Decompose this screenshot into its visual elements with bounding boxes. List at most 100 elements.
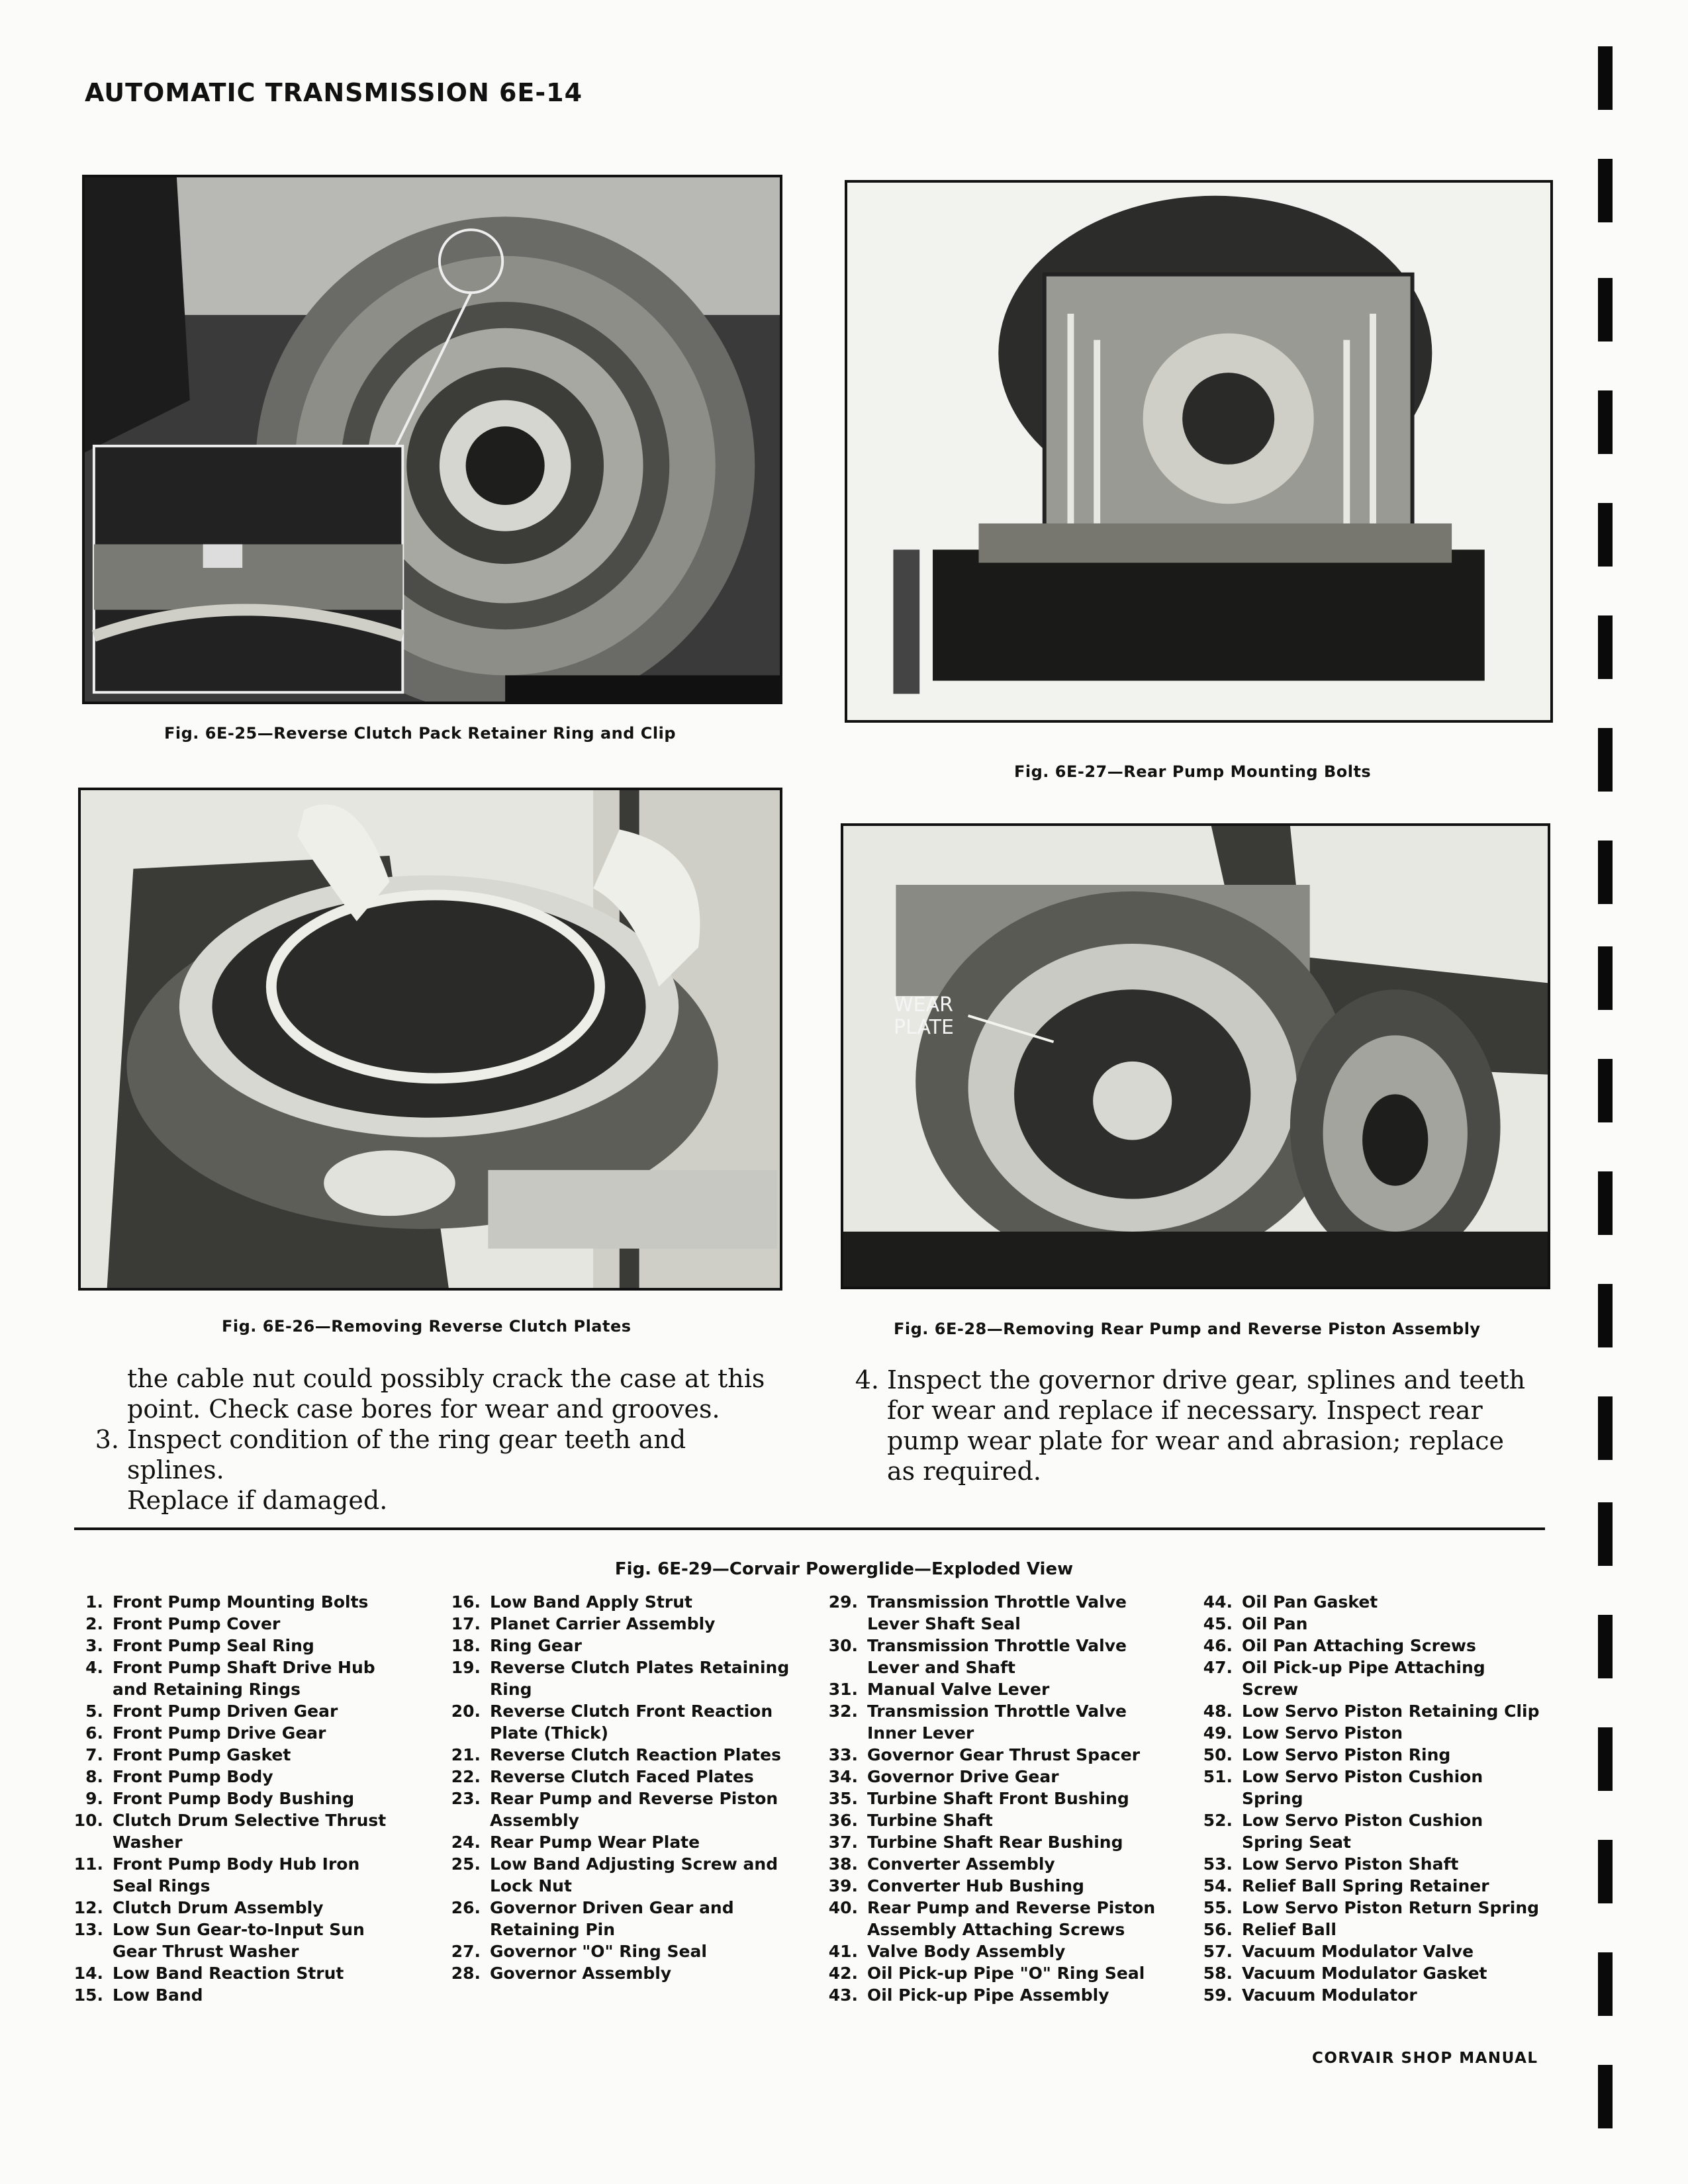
parts-list-item: 23.Rear Pump and Reverse Piston [450, 1788, 821, 1809]
parts-list-item: 45.Oil Pan [1202, 1613, 1546, 1635]
item-3-cont: Replace if damaged. [127, 1486, 388, 1515]
parts-list-item: 47.Oil Pick-up Pipe Attaching [1202, 1657, 1546, 1678]
part-name: Low Servo Piston Cushion [1242, 1811, 1483, 1830]
parts-list-item: 14.Low Band Reaction Strut [73, 1962, 430, 1984]
part-name: Rear Pump and Reverse Piston [490, 1789, 778, 1808]
parts-list-item: 53.Low Servo Piston Shaft [1202, 1853, 1546, 1875]
parts-list-item: Screw [1202, 1678, 1546, 1700]
part-name: Oil Pan Attaching Screws [1242, 1636, 1476, 1655]
part-number: 25. [451, 1854, 481, 1874]
part-number: 57. [1203, 1942, 1233, 1961]
parts-list-item: 59.Vacuum Modulator [1202, 1984, 1546, 2006]
parts-list-item: 48.Low Servo Piston Retaining Clip [1202, 1700, 1546, 1722]
part-number: 56. [1203, 1920, 1233, 1939]
parts-list-item: 34.Governor Drive Gear [827, 1766, 1185, 1788]
parts-list-item: Seal Rings [73, 1875, 430, 1897]
part-number: 51. [1203, 1767, 1233, 1786]
part-number: 39. [828, 1876, 858, 1895]
part-name: Front Pump Drive Gear [113, 1723, 326, 1743]
part-name: Turbine Shaft [867, 1811, 993, 1830]
part-number [827, 1919, 867, 1940]
part-name: Screw [1242, 1680, 1299, 1699]
part-name: Front Pump Body Hub Iron [113, 1854, 360, 1874]
parts-list-item: 33.Governor Gear Thrust Spacer [827, 1744, 1185, 1766]
part-number: 43. [828, 1985, 858, 2005]
section-divider [74, 1527, 1545, 1530]
part-number: 14. [73, 1964, 103, 1983]
part-number: 16. [451, 1592, 481, 1612]
part-name: Spring Seat [1242, 1833, 1351, 1852]
part-name: Low Band [113, 1985, 203, 2005]
part-number: 3. [85, 1636, 103, 1655]
parts-list-item: Lever Shaft Seal [827, 1613, 1185, 1635]
parts-list-item: 38.Converter Assembly [827, 1853, 1185, 1875]
part-number: 8. [85, 1767, 103, 1786]
photo-fig-25 [82, 175, 782, 704]
part-name: Front Pump Gasket [113, 1745, 291, 1764]
parts-list-item: 6.Front Pump Drive Gear [73, 1722, 430, 1744]
photo-fig-28: WEAR PLATE [841, 823, 1550, 1289]
item-3: 3.Inspect condition of the ring gear tee… [95, 1425, 686, 1484]
parts-list-item: Washer [73, 1831, 430, 1853]
part-number [450, 1722, 490, 1744]
part-name: Spring [1242, 1789, 1303, 1808]
parts-list-item: 58.Vacuum Modulator Gasket [1202, 1962, 1546, 1984]
caption-fig-28: Fig. 6E-28—Removing Rear Pump and Revers… [894, 1320, 1481, 1338]
body-text-left: the cable nut could possibly crack the c… [79, 1363, 781, 1516]
parts-list-item: 42.Oil Pick-up Pipe "O" Ring Seal [827, 1962, 1185, 1984]
part-number: 22. [451, 1767, 481, 1786]
part-name: Governor Assembly [490, 1964, 672, 1983]
parts-list-item: 51.Low Servo Piston Cushion [1202, 1766, 1546, 1788]
parts-list-item: Ring [450, 1678, 821, 1700]
page-header: AUTOMATIC TRANSMISSION 6E-14 [85, 78, 583, 107]
part-name: Low Band Apply Strut [490, 1592, 692, 1612]
parts-list-item: 21.Reverse Clutch Reaction Plates [450, 1744, 821, 1766]
caption-fig-25: Fig. 6E-25—Reverse Clutch Pack Retainer … [164, 724, 677, 743]
part-number: 58. [1203, 1964, 1233, 1983]
part-name: Oil Pan Gasket [1242, 1592, 1378, 1612]
parts-list-item: 31.Manual Valve Lever [827, 1678, 1185, 1700]
part-number: 9. [85, 1789, 103, 1808]
parts-list-item: 16. Low Band Apply Strut [450, 1591, 821, 1613]
part-name: Vacuum Modulator [1242, 1985, 1417, 2005]
part-number: 36. [828, 1811, 858, 1830]
part-name: Turbine Shaft Rear Bushing [867, 1833, 1123, 1852]
part-number: 11. [73, 1854, 103, 1874]
part-number: 53. [1203, 1854, 1233, 1874]
parts-list-item: Inner Lever [827, 1722, 1185, 1744]
part-number [73, 1831, 113, 1853]
parts-list-item: 7.Front Pump Gasket [73, 1744, 430, 1766]
part-name: Relief Ball [1242, 1920, 1336, 1939]
part-number [73, 1875, 113, 1897]
part-number: 44. [1203, 1592, 1233, 1612]
parts-list-item: 27.Governor "O" Ring Seal [450, 1940, 821, 1962]
part-number: 17. [451, 1614, 481, 1633]
part-number [827, 1613, 867, 1635]
part-number: 47. [1203, 1658, 1233, 1677]
parts-list-item: 24.Rear Pump Wear Plate [450, 1831, 821, 1853]
parts-list-item: 54.Relief Ball Spring Retainer [1202, 1875, 1546, 1897]
parts-list-item: 55.Low Servo Piston Return Spring [1202, 1897, 1546, 1919]
parts-list-item: 56. Relief Ball [1202, 1919, 1546, 1940]
caption-fig-26: Fig. 6E-26—Removing Reverse Clutch Plate… [222, 1317, 632, 1336]
part-name: Gear Thrust Washer [113, 1942, 299, 1961]
part-name: Washer [113, 1833, 183, 1852]
part-number: 1. [85, 1592, 103, 1612]
parts-list-item: 17.Planet Carrier Assembly [450, 1613, 821, 1635]
parts-list-item: Retaining Pin [450, 1919, 821, 1940]
part-number [450, 1678, 490, 1700]
parts-list-item: 25.Low Band Adjusting Screw and [450, 1853, 821, 1875]
part-name: Governor Gear Thrust Spacer [867, 1745, 1141, 1764]
part-name: Transmission Throttle Valve [867, 1592, 1127, 1612]
part-number: 10. [73, 1811, 103, 1830]
parts-list-item: 40.Rear Pump and Reverse Piston [827, 1897, 1185, 1919]
part-number: 19. [451, 1658, 481, 1677]
part-number: 21. [451, 1745, 481, 1764]
parts-list-item: Assembly [450, 1809, 821, 1831]
photo-fig-26 [78, 788, 782, 1291]
parts-list-item: 46.Oil Pan Attaching Screws [1202, 1635, 1546, 1657]
part-number: 50. [1203, 1745, 1233, 1764]
parts-list-item: 12.Clutch Drum Assembly [73, 1897, 430, 1919]
part-name: Transmission Throttle Valve [867, 1636, 1127, 1655]
